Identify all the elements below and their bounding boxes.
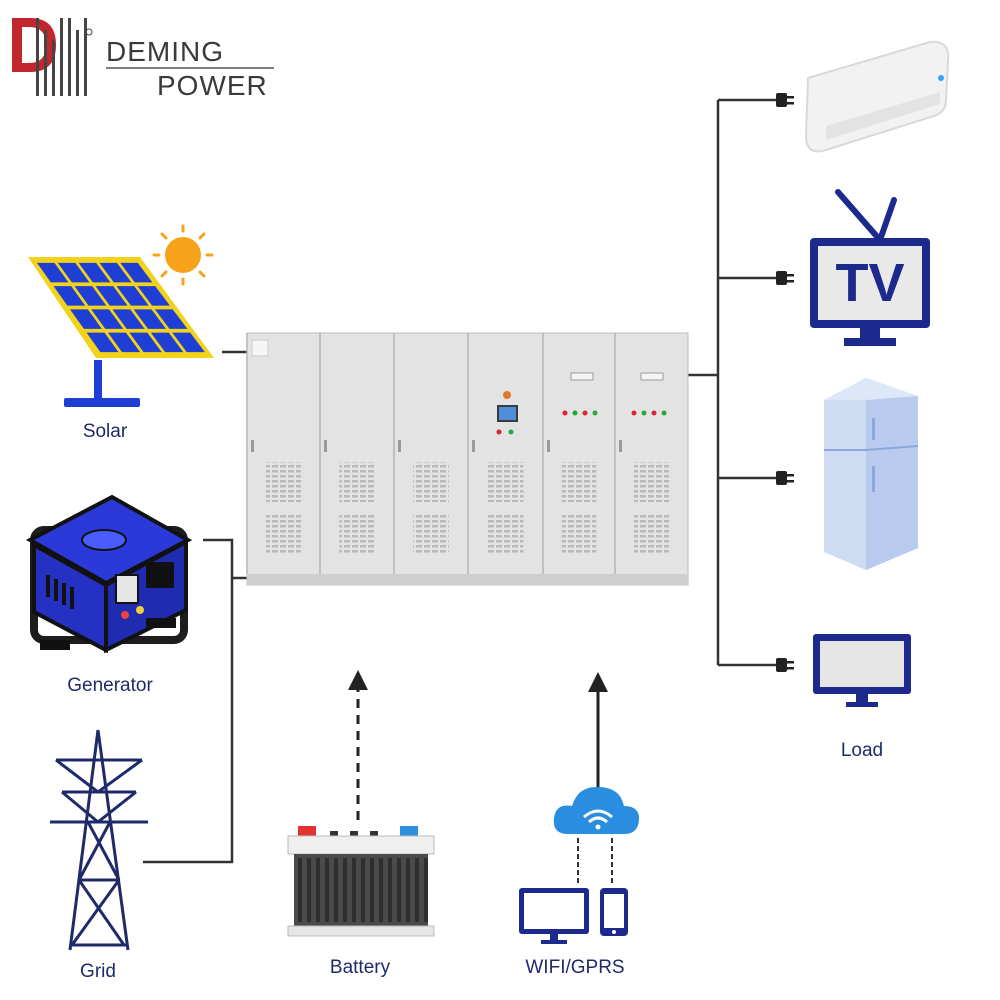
solar-panel-icon bbox=[28, 257, 214, 407]
sun-icon bbox=[152, 224, 214, 286]
refrigerator-icon bbox=[824, 378, 919, 570]
tv-screen-text: TV bbox=[835, 253, 905, 313]
solar-label: Solar bbox=[82, 421, 128, 442]
comm-label: WIFI/GPRS bbox=[525, 957, 625, 978]
brand-line1: DEMING bbox=[106, 36, 224, 67]
computer-monitor-icon bbox=[813, 634, 911, 707]
inverter-cabinet bbox=[246, 332, 689, 586]
transmission-tower-icon bbox=[50, 729, 148, 951]
plug-icon bbox=[776, 93, 794, 672]
cloud-wifi-icon bbox=[553, 786, 640, 834]
logo-mark-icon bbox=[12, 18, 93, 96]
brand-line2: POWER bbox=[157, 70, 268, 101]
comm-links bbox=[577, 838, 613, 884]
wires bbox=[143, 98, 778, 864]
monitor-icon bbox=[519, 888, 589, 944]
phone-icon bbox=[600, 888, 628, 936]
battery-label: Battery bbox=[329, 957, 391, 978]
grid-label: Grid bbox=[80, 961, 116, 982]
battery-icon bbox=[287, 826, 435, 937]
load-label: Load bbox=[840, 740, 884, 761]
battery-arrow bbox=[348, 670, 368, 820]
comm-arrow bbox=[588, 672, 608, 790]
generator-icon bbox=[25, 494, 193, 654]
tv-icon bbox=[810, 189, 930, 346]
air-conditioner-icon bbox=[804, 40, 950, 153]
generator-label: Generator bbox=[67, 675, 153, 696]
